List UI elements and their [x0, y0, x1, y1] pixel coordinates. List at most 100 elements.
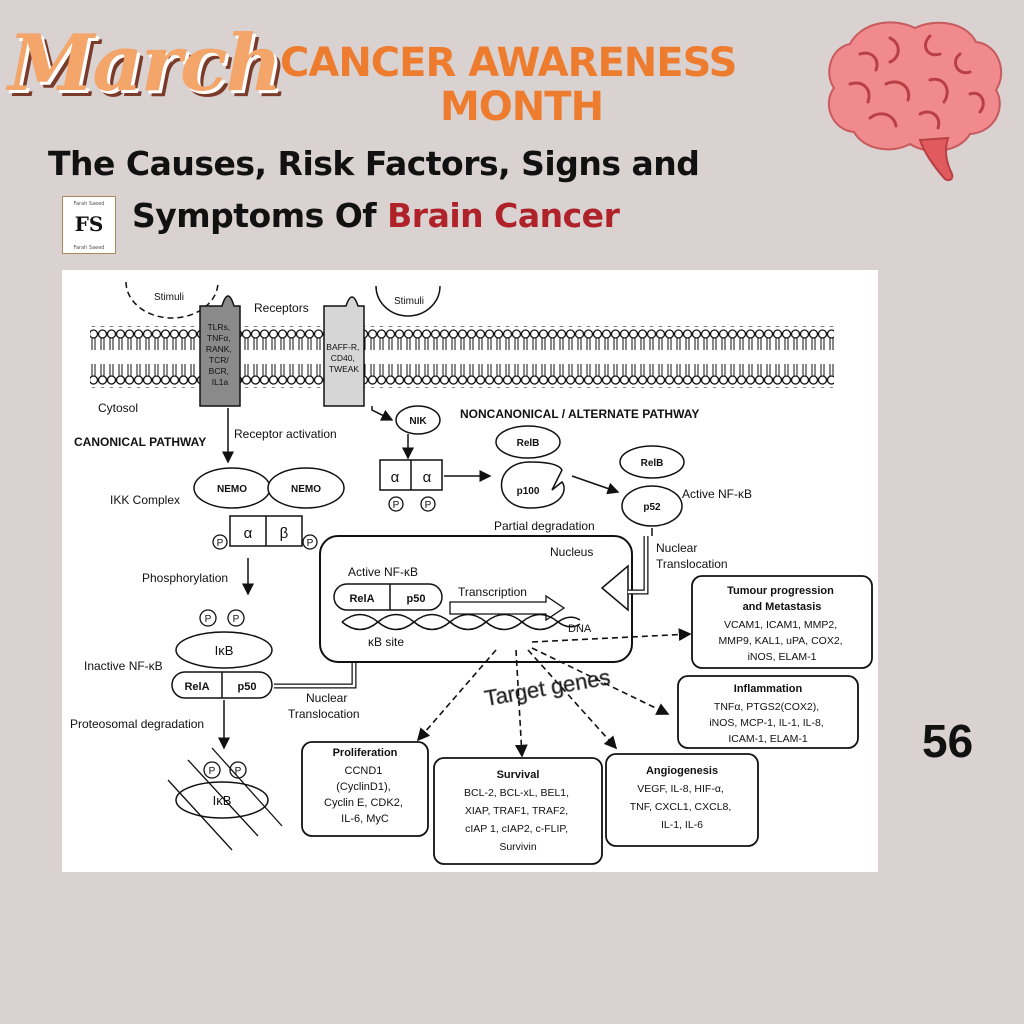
- tumour-progression-box: [691, 575, 873, 669]
- inflammation-box: [677, 675, 859, 749]
- nuclear-translocation-left-1: Nuclear: [306, 691, 347, 705]
- beta-label: β: [280, 525, 289, 542]
- p100-label: p100: [517, 486, 540, 497]
- nik-node: [395, 405, 441, 435]
- cytosol-label: Cytosol: [98, 401, 138, 415]
- phospho-label: P: [235, 766, 242, 777]
- inactive-nfkb-label: Inactive NF-κB: [84, 659, 163, 673]
- kb-site-label: κB site: [368, 635, 404, 649]
- phospho-mark: [302, 534, 318, 550]
- relb-label: RelB: [517, 438, 540, 449]
- phospho-mark: [227, 609, 245, 627]
- nucleus-box: [319, 535, 633, 663]
- nemo-label-1: NEMO: [217, 484, 247, 495]
- p52-label: p52: [643, 502, 661, 513]
- active-nfkb-right-label: Active NF-κB: [682, 487, 752, 501]
- campaign-title-line2: MONTH: [440, 84, 604, 130]
- tumour-box-genes: VCAM1, ICAM1, MMP2, MMP9, KAL1, uPA, COX…: [718, 619, 845, 663]
- phospho-mark: [388, 496, 404, 512]
- nemo-label-2: NEMO: [291, 484, 321, 495]
- angiogenesis-box-genes: VEGF, IL-8, HIF-α, TNF, CXCL1, CXCL8, IL…: [630, 783, 734, 831]
- relb-node: [495, 425, 561, 459]
- title-plain: Symptoms Of: [132, 196, 388, 235]
- receptor-activation-label: Receptor activation: [234, 427, 337, 441]
- alpha-label-3: α: [244, 525, 253, 542]
- ikb-node: [175, 631, 273, 669]
- nfkb-pathway-diagram: Stimuli Stimuli Receptors TLRs, TNFα, RA…: [62, 270, 878, 872]
- phosphorylation-label: Phosphorylation: [142, 571, 228, 585]
- proliferation-box-title: Proliferation: [333, 747, 398, 759]
- survival-box-title: Survival: [497, 769, 540, 781]
- march-script-title: March: [8, 18, 282, 109]
- p50-label-inactive: p50: [238, 681, 257, 693]
- logo-badge: Farah Saeed FS Farah Saeed: [62, 196, 116, 254]
- nuclear-pore-right: [600, 564, 629, 612]
- phospho-label: P: [209, 766, 216, 777]
- angiogenesis-box-title: Angiogenesis: [646, 765, 718, 777]
- arrow-p100-p52: [571, 475, 620, 495]
- ikk-complex-label: IKK Complex: [110, 493, 180, 507]
- phospho-mark: [199, 609, 217, 627]
- nuclear-translocation-right-1: Nuclear: [656, 541, 697, 555]
- nuclear-translocation-right-2: Translocation: [656, 557, 728, 571]
- receptors-label: Receptors: [254, 301, 309, 315]
- dna-strand-2: [341, 613, 581, 631]
- noncanonical-pathway-label: NONCANONICAL / ALTERNATE PATHWAY: [460, 407, 699, 421]
- strike-line: [187, 759, 259, 837]
- transcription-label: Transcription: [458, 585, 527, 599]
- logo-caption-bottom: Farah Saeed: [73, 245, 105, 251]
- proliferation-box: [301, 741, 429, 837]
- nemo-node-2: [267, 467, 345, 509]
- proteosomal-degradation-label: Proteosomal degradation: [70, 717, 204, 731]
- proliferation-box-genes: CCND1 (CyclinD1), Cyclin E, CDK2, IL-6, …: [324, 765, 406, 825]
- strike-line: [167, 779, 233, 851]
- arrow-to-tumour: [531, 628, 692, 643]
- phospho-label: P: [217, 538, 224, 549]
- phospho-label: P: [307, 538, 314, 549]
- degraded-ikb-node: [175, 781, 269, 819]
- page-number: 56: [922, 715, 974, 767]
- brain-icon: [827, 21, 1003, 182]
- ikb-label: IκB: [215, 643, 234, 658]
- p50-label-active: p50: [407, 593, 426, 605]
- tumour-box-title: Tumour progression and Metastasis: [727, 585, 837, 613]
- inflammation-box-title: Inflammation: [734, 683, 803, 695]
- inflammation-box-genes: TNFα, PTGS2(COX2), iNOS, MCP-1, IL-1, IL…: [709, 701, 826, 745]
- strike-line: [211, 747, 283, 827]
- phospho-label: P: [205, 614, 212, 625]
- receptor-left: [199, 295, 241, 407]
- receptor-right-text: BAFF-R, CD40, TWEAK: [326, 342, 361, 374]
- rela-p50-active: [333, 583, 443, 611]
- active-nfkb-nucleus-label: Active NF-κB: [348, 565, 418, 579]
- rela-label-inactive: RelA: [184, 681, 209, 693]
- phospho-mark: [229, 761, 247, 779]
- receptor-left-text: TLRs, TNFα, RANK, TCR/ BCR, IL1a: [206, 322, 234, 387]
- canonical-pathway-label: CANONICAL PATHWAY: [74, 435, 206, 449]
- stimuli-right-label: Stimuli: [394, 296, 424, 307]
- logo-caption-top: Farah Saeed: [73, 201, 105, 207]
- page-title-line2: Symptoms Of Brain Cancer: [132, 196, 620, 235]
- alpha-label-1: α: [391, 469, 400, 486]
- stimuli-left-shape: [125, 281, 219, 319]
- survival-box: [433, 757, 603, 865]
- arrow-to-survival: [514, 649, 528, 758]
- stimuli-left-label: Stimuli: [154, 292, 184, 303]
- survival-box-genes: BCL-2, BCL-xL, BEL1, XIAP, TRAF1, TRAF2,…: [464, 787, 572, 853]
- phospho-label: P: [393, 500, 400, 511]
- partial-degradation-label: Partial degradation: [494, 519, 595, 533]
- logo-monogram: FS: [74, 212, 104, 236]
- p100-node: [500, 461, 565, 509]
- rela-label-active: RelA: [349, 593, 374, 605]
- campaign-title-line1: CANCER AWARENESS: [280, 40, 737, 86]
- page-title-line1: The Causes, Risk Factors, Signs and: [48, 144, 700, 183]
- nucleus-label: Nucleus: [550, 545, 593, 559]
- stimuli-right-shape: [375, 285, 441, 317]
- relb-label-active: RelB: [641, 458, 664, 469]
- degraded-ikb-label: IκB: [213, 793, 232, 808]
- phospho-mark: [203, 761, 221, 779]
- phospho-mark: [420, 496, 436, 512]
- nik-label: NIK: [409, 416, 427, 427]
- arrow-to-inflammation: [531, 647, 670, 715]
- p52-node: [621, 485, 683, 527]
- phospho-label: P: [233, 614, 240, 625]
